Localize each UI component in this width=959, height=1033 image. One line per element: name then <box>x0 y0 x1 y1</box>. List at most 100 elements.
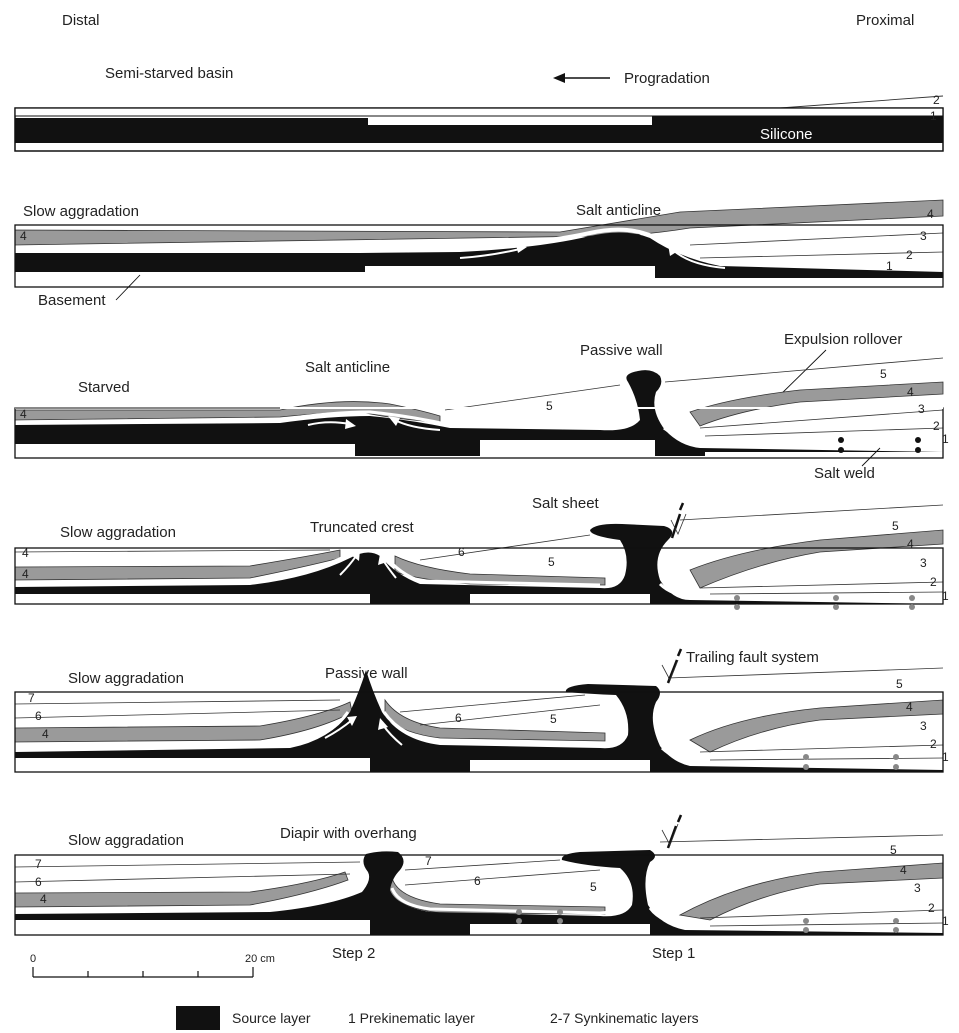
layer-number: 1 <box>942 432 949 446</box>
starved-label: Starved <box>78 379 130 396</box>
layer-number: 5 <box>546 399 553 413</box>
layer-number: 7 <box>28 691 35 705</box>
step-2-label: Step 2 <box>332 945 375 962</box>
progradation-arrowhead <box>553 73 565 83</box>
passive-wall-label: Passive wall <box>580 342 663 359</box>
weld-marker <box>838 447 844 453</box>
progradation-label: Progradation <box>624 70 710 87</box>
rollover-label: Expulsion rollover <box>784 331 902 348</box>
layer-number: 4 <box>20 407 27 421</box>
layer-number: 4 <box>40 892 47 906</box>
distal-label: Distal <box>62 12 100 29</box>
panel-2: Slow aggradation Salt anticline 4 4 3 2 … <box>15 200 943 309</box>
layer-number: 6 <box>35 709 42 723</box>
layer-number: 5 <box>880 367 887 381</box>
panel-1: Semi-starved basin Progradation Silicone… <box>15 65 943 151</box>
layer-number: 4 <box>907 385 914 399</box>
layer-number: 4 <box>907 537 914 551</box>
weld-marker <box>893 927 899 933</box>
layer-number: 2 <box>930 737 937 751</box>
layer-number: 7 <box>35 857 42 871</box>
layer-number: 4 <box>22 546 29 560</box>
layer-number: 2 <box>906 248 913 262</box>
layer-number: 5 <box>550 712 557 726</box>
scale-end-label: 20 cm <box>245 953 275 965</box>
layer-number: 3 <box>920 229 927 243</box>
layer-number: 1 <box>886 259 893 273</box>
anticline-label: Salt anticline <box>305 359 390 376</box>
layer-number: 5 <box>890 843 897 857</box>
basement-label: Basement <box>38 292 106 309</box>
weld-marker <box>893 918 899 924</box>
layer-number: 2 <box>933 93 940 107</box>
weld-marker <box>909 604 915 610</box>
layer-number: 1 <box>942 589 949 603</box>
layer-number: 3 <box>920 719 927 733</box>
weld-marker <box>833 604 839 610</box>
weld-marker <box>909 595 915 601</box>
source-layer-swatch <box>176 1006 220 1030</box>
weld-marker <box>803 754 809 760</box>
layer-number: 1 <box>930 109 937 123</box>
step-1-label: Step 1 <box>652 945 695 962</box>
layer-number: 6 <box>455 711 462 725</box>
layer-number: 3 <box>914 881 921 895</box>
weld-marker <box>516 909 522 915</box>
scale-bar: 0 20 cm <box>30 953 275 977</box>
weld-marker <box>734 595 740 601</box>
layer-number: 2 <box>930 575 937 589</box>
legend-synkinematic-label: 2-7 Synkinematic layers <box>550 1010 699 1026</box>
panel-4: Slow aggradation Truncated crest Salt sh… <box>15 495 949 610</box>
weld-marker <box>833 595 839 601</box>
layer-number: 2 <box>928 901 935 915</box>
weld-marker <box>557 918 563 924</box>
layer-number: 3 <box>920 556 927 570</box>
salt-sheet-label: Salt sheet <box>532 495 600 512</box>
crest-label: Truncated crest <box>310 519 414 536</box>
layer-number: 5 <box>590 880 597 894</box>
aggradation-label: Slow aggradation <box>68 670 184 687</box>
layer-number: 1 <box>942 914 949 928</box>
layer-number: 5 <box>896 677 903 691</box>
panel-3: Starved Salt anticline Passive wall Expu… <box>15 331 949 482</box>
weld-marker <box>915 437 921 443</box>
layer-number: 2 <box>933 419 940 433</box>
layer-number: 5 <box>892 519 899 533</box>
aggradation-label: Slow aggradation <box>68 832 184 849</box>
layer-number: 7 <box>425 854 432 868</box>
fault-label: Trailing fault system <box>686 649 819 666</box>
weld-marker <box>803 927 809 933</box>
layer-number: 4 <box>906 700 913 714</box>
weld-marker <box>915 447 921 453</box>
weld-marker <box>803 764 809 770</box>
salt-weld-label: Salt weld <box>814 465 875 482</box>
proximal-label: Proximal <box>856 12 914 29</box>
weld-marker <box>516 918 522 924</box>
layer-number: 4 <box>42 727 49 741</box>
layer-number: 5 <box>548 555 555 569</box>
layer-number: 6 <box>458 545 465 559</box>
layer-number: 3 <box>918 402 925 416</box>
layer-number: 4 <box>900 863 907 877</box>
weld-marker <box>557 909 563 915</box>
weld-marker <box>838 437 844 443</box>
weld-marker <box>734 604 740 610</box>
layer-number: 4 <box>20 229 27 243</box>
anticline-label: Salt anticline <box>576 202 661 219</box>
aggradation-label: Slow aggradation <box>60 524 176 541</box>
legend: Source layer 1 Prekinematic layer 2-7 Sy… <box>176 1006 699 1030</box>
scale-start-label: 0 <box>30 953 36 965</box>
layer-number: 4 <box>927 207 934 221</box>
silicone-label: Silicone <box>760 126 813 143</box>
basin-label: Semi-starved basin <box>105 65 233 82</box>
legend-source-label: Source layer <box>232 1010 311 1026</box>
weld-marker <box>893 764 899 770</box>
weld-marker <box>893 754 899 760</box>
layer-number: 1 <box>942 750 949 764</box>
panel-5: Slow aggradation Passive wall Trailing f… <box>15 649 949 772</box>
legend-prekinematic-label: 1 Prekinematic layer <box>348 1010 475 1026</box>
panel-6: Slow aggradation Diapir with overhang 7 <box>15 815 949 962</box>
aggradation-label: Slow aggradation <box>23 203 139 220</box>
layer-number: 4 <box>22 567 29 581</box>
